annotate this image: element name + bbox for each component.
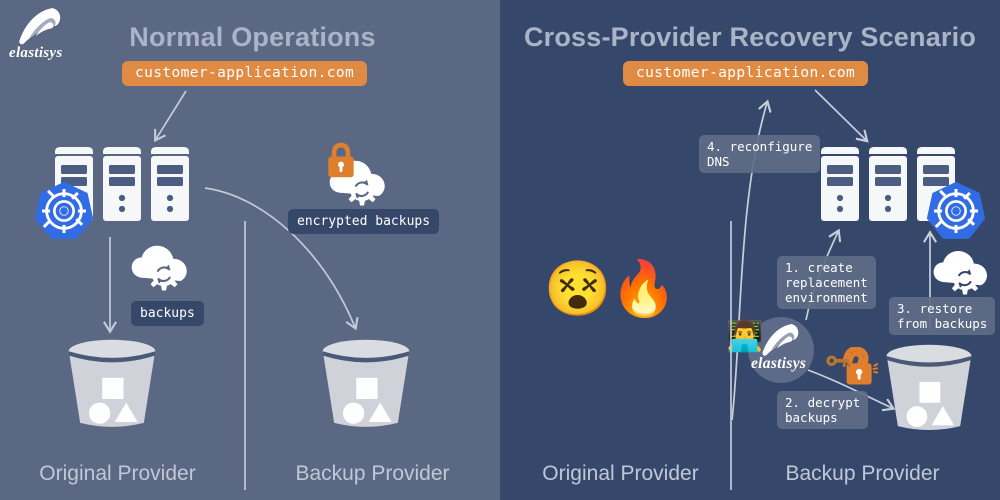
brand-wordmark-circle: elastisys [751, 355, 807, 372]
label-step-1-create-replacement-environment: 1. create replacement environment [777, 256, 876, 309]
label-step-4-reconfigure-dns: 4. reconfigure DNS [699, 135, 821, 173]
panel-title-recovery-scenario: Cross-Provider Recovery Scenario [523, 22, 977, 52]
cloud-backup-gear-icon-right [932, 249, 989, 296]
caption-backup-provider-right: Backup Provider [785, 462, 940, 485]
elastisys-shell-logo [19, 8, 61, 45]
divider-left-panel [244, 221, 246, 490]
label-backups: backups [131, 301, 204, 326]
fire-emoji: 🔥 [610, 259, 678, 319]
padlock-unlocked-icon [826, 346, 878, 384]
arrow-domain-to-servers-right [814, 89, 869, 143]
caption-original-provider-left: Original Provider [39, 462, 196, 485]
caption-backup-provider-left: Backup Provider [295, 462, 450, 485]
storage-bucket-icon-backup-right [886, 344, 972, 432]
elastisys-circle-badge [748, 317, 814, 383]
domain-pill-right: customer-application.com [623, 61, 869, 86]
storage-bucket-icon-original-left [68, 339, 156, 429]
brand-wordmark: elastisys [9, 45, 63, 61]
dead-face-emoji: 😵 [544, 259, 612, 319]
padlock-locked-icon [328, 142, 354, 178]
technologist-emoji: 👨‍💻 [726, 320, 764, 353]
label-step-3-restore-from-backups: 3. restore from backups [889, 297, 996, 335]
cloud-backup-gear-icon-left [130, 244, 188, 292]
label-encrypted-backups: encrypted backups [288, 209, 440, 234]
arrow-decrypt-backups [807, 369, 896, 412]
domain-pill-left: customer-application.com [122, 61, 368, 86]
caption-original-provider-right: Original Provider [542, 462, 699, 485]
storage-bucket-icon-backup-left [322, 339, 410, 429]
arrow-domain-to-servers [154, 90, 187, 143]
label-step-2-decrypt-backups: 2. decrypt backups [777, 391, 869, 429]
panel-title-normal-operations: Normal Operations [129, 22, 376, 52]
divider-right-panel [730, 221, 732, 490]
